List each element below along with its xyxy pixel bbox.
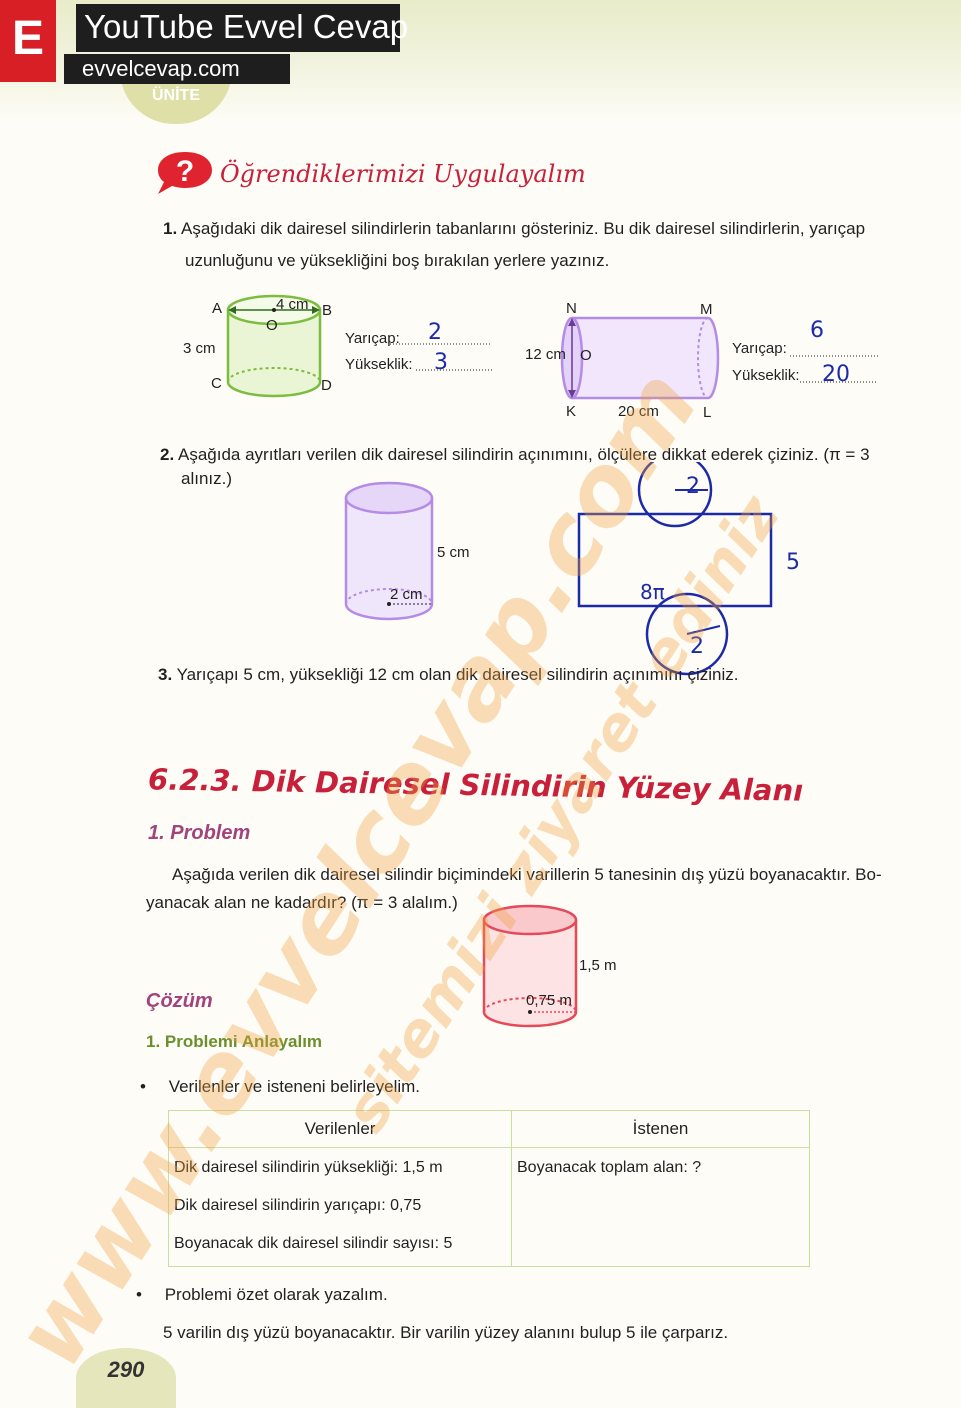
q1-cylinder-figure	[226, 294, 492, 398]
q2-radius-length: 2 cm	[390, 586, 423, 603]
q2-handwritten-net	[577, 462, 773, 676]
bullet-dot-2: •	[136, 1285, 142, 1304]
bullet1-row: • Verilenler ve isteneni belirleyelim.	[140, 1072, 420, 1102]
q2-side-length: 8π	[640, 580, 665, 604]
q2-cylinder-figure	[344, 481, 434, 621]
q1-height-answer-2: 20	[822, 362, 850, 387]
q1-point-c: C	[211, 375, 222, 392]
bullet2-text: Problemi özet olarak yazalım.	[164, 1285, 388, 1304]
table-wanted-cell: Boyanacak toplam alan: ?	[511, 1147, 810, 1267]
q1-diameter-length: 12 cm	[525, 346, 566, 363]
bullet-dot: •	[140, 1077, 146, 1096]
q1-top-length: 4 cm	[276, 296, 309, 313]
problem-line2: yanacak alan ne kadardır? (π = 3 alalım.…	[146, 893, 458, 912]
q3-text: Yarıçapı 5 cm, yüksekliği 12 cm olan dik…	[176, 665, 739, 684]
q3-line: 3. Yarıçapı 5 cm, yüksekliği 12 cm olan …	[158, 660, 738, 690]
given-height: Dik dairesel silindirin yüksekliği: 1,5 …	[174, 1159, 443, 1176]
q1-center-o: O	[266, 317, 278, 334]
site-banner[interactable]: evvelcevap.com	[64, 54, 290, 84]
question-bubble-icon: ?	[158, 152, 212, 194]
q2-number: 2.	[160, 445, 175, 464]
q1-height-answer: 3	[434, 350, 448, 375]
q3-number: 3.	[158, 665, 173, 684]
q1-text-line2: uzunluğunu ve yüksekliğini boş bırakılan…	[185, 251, 610, 270]
q1-radius-answer-2: 6	[810, 318, 824, 343]
q1-radius-label: Yarıçap:	[345, 330, 400, 347]
q1-point-d: D	[321, 377, 332, 394]
q1-point-m: M	[700, 301, 713, 318]
solution-title: Çözüm	[146, 990, 213, 1012]
q1-radius-answer: 2	[428, 320, 442, 345]
q2-text-line1: Aşağıda ayrıtları verilen dik dairesel s…	[177, 445, 870, 464]
brand-logo: E	[0, 0, 56, 82]
q1-height-label: Yükseklik:	[345, 356, 413, 373]
given-wanted-table: Verilenler İstenen Dik dairesel silindir…	[168, 1110, 810, 1267]
q2-side-height: 5	[786, 550, 800, 575]
summary-text: 5 varilin dış yüzü boyanacaktır. Bir var…	[163, 1323, 729, 1342]
barrel-radius: 0,75 m	[526, 992, 572, 1009]
page-number: 290	[76, 1348, 176, 1408]
problem-title: 1. Problem	[148, 822, 251, 844]
bullet1-text: Verilenler ve isteneni belirleyelim.	[168, 1077, 421, 1096]
wanted-area: Boyanacak toplam alan: ?	[517, 1159, 702, 1176]
q1-horizontal-cylinder-figure	[560, 316, 878, 400]
barrel-height: 1,5 m	[579, 957, 617, 974]
q1-point-b: B	[322, 302, 333, 319]
svg-text:?: ?	[176, 155, 194, 188]
given-count: Boyanacak dik dairesel silindir sayısı: …	[174, 1235, 453, 1252]
q1-number-text: 1. Aşağıdaki dik dairesel silindirlerin …	[163, 214, 865, 244]
given-radius: Dik dairesel silindirin yarıçapı: 0,75	[174, 1197, 422, 1214]
q1-height-length: 3 cm	[183, 340, 216, 357]
table-given-cell: Dik dairesel silindirin yüksekliği: 1,5 …	[168, 1147, 512, 1267]
q1-text-line1: Aşağıdaki dik dairesel silindirlerin tab…	[180, 219, 866, 238]
q1-radius-label-2: Yarıçap:	[732, 340, 787, 357]
q2-height-length: 5 cm	[437, 544, 470, 561]
q2-top-circle-radius: 2	[686, 474, 700, 499]
q1-point-n: N	[566, 300, 577, 317]
understand-title: 1. Problemi Anlayalım	[146, 1032, 323, 1051]
problem-line1: Aşağıda verilen dik dairesel silindir bi…	[172, 865, 882, 884]
q1-cylinder-length: 20 cm	[618, 403, 659, 420]
barrel-cylinder-figure	[482, 904, 578, 1028]
q1-height-label-2: Yükseklik:	[732, 367, 800, 384]
q1-point-a: A	[212, 300, 223, 317]
table-header-given: Verilenler	[168, 1110, 512, 1148]
q1-point-k: K	[566, 403, 577, 420]
youtube-banner[interactable]: YouTube Evvel Cevap	[76, 4, 408, 52]
q2-line1: 2. Aşağıda ayrıtları verilen dik dairese…	[160, 440, 870, 470]
q1-number: 1.	[163, 219, 178, 238]
section-title: Öğrendiklerimizi Uygulayalım	[220, 160, 586, 188]
q1-point-l: L	[703, 404, 712, 421]
q2-bottom-circle-radius: 2	[690, 634, 704, 659]
table-header-wanted: İstenen	[511, 1110, 810, 1148]
q1-center-o2: O	[580, 347, 592, 364]
q2-text-line2: alınız.)	[181, 469, 233, 488]
bullet2-row: • Problemi özet olarak yazalım.	[136, 1280, 388, 1310]
